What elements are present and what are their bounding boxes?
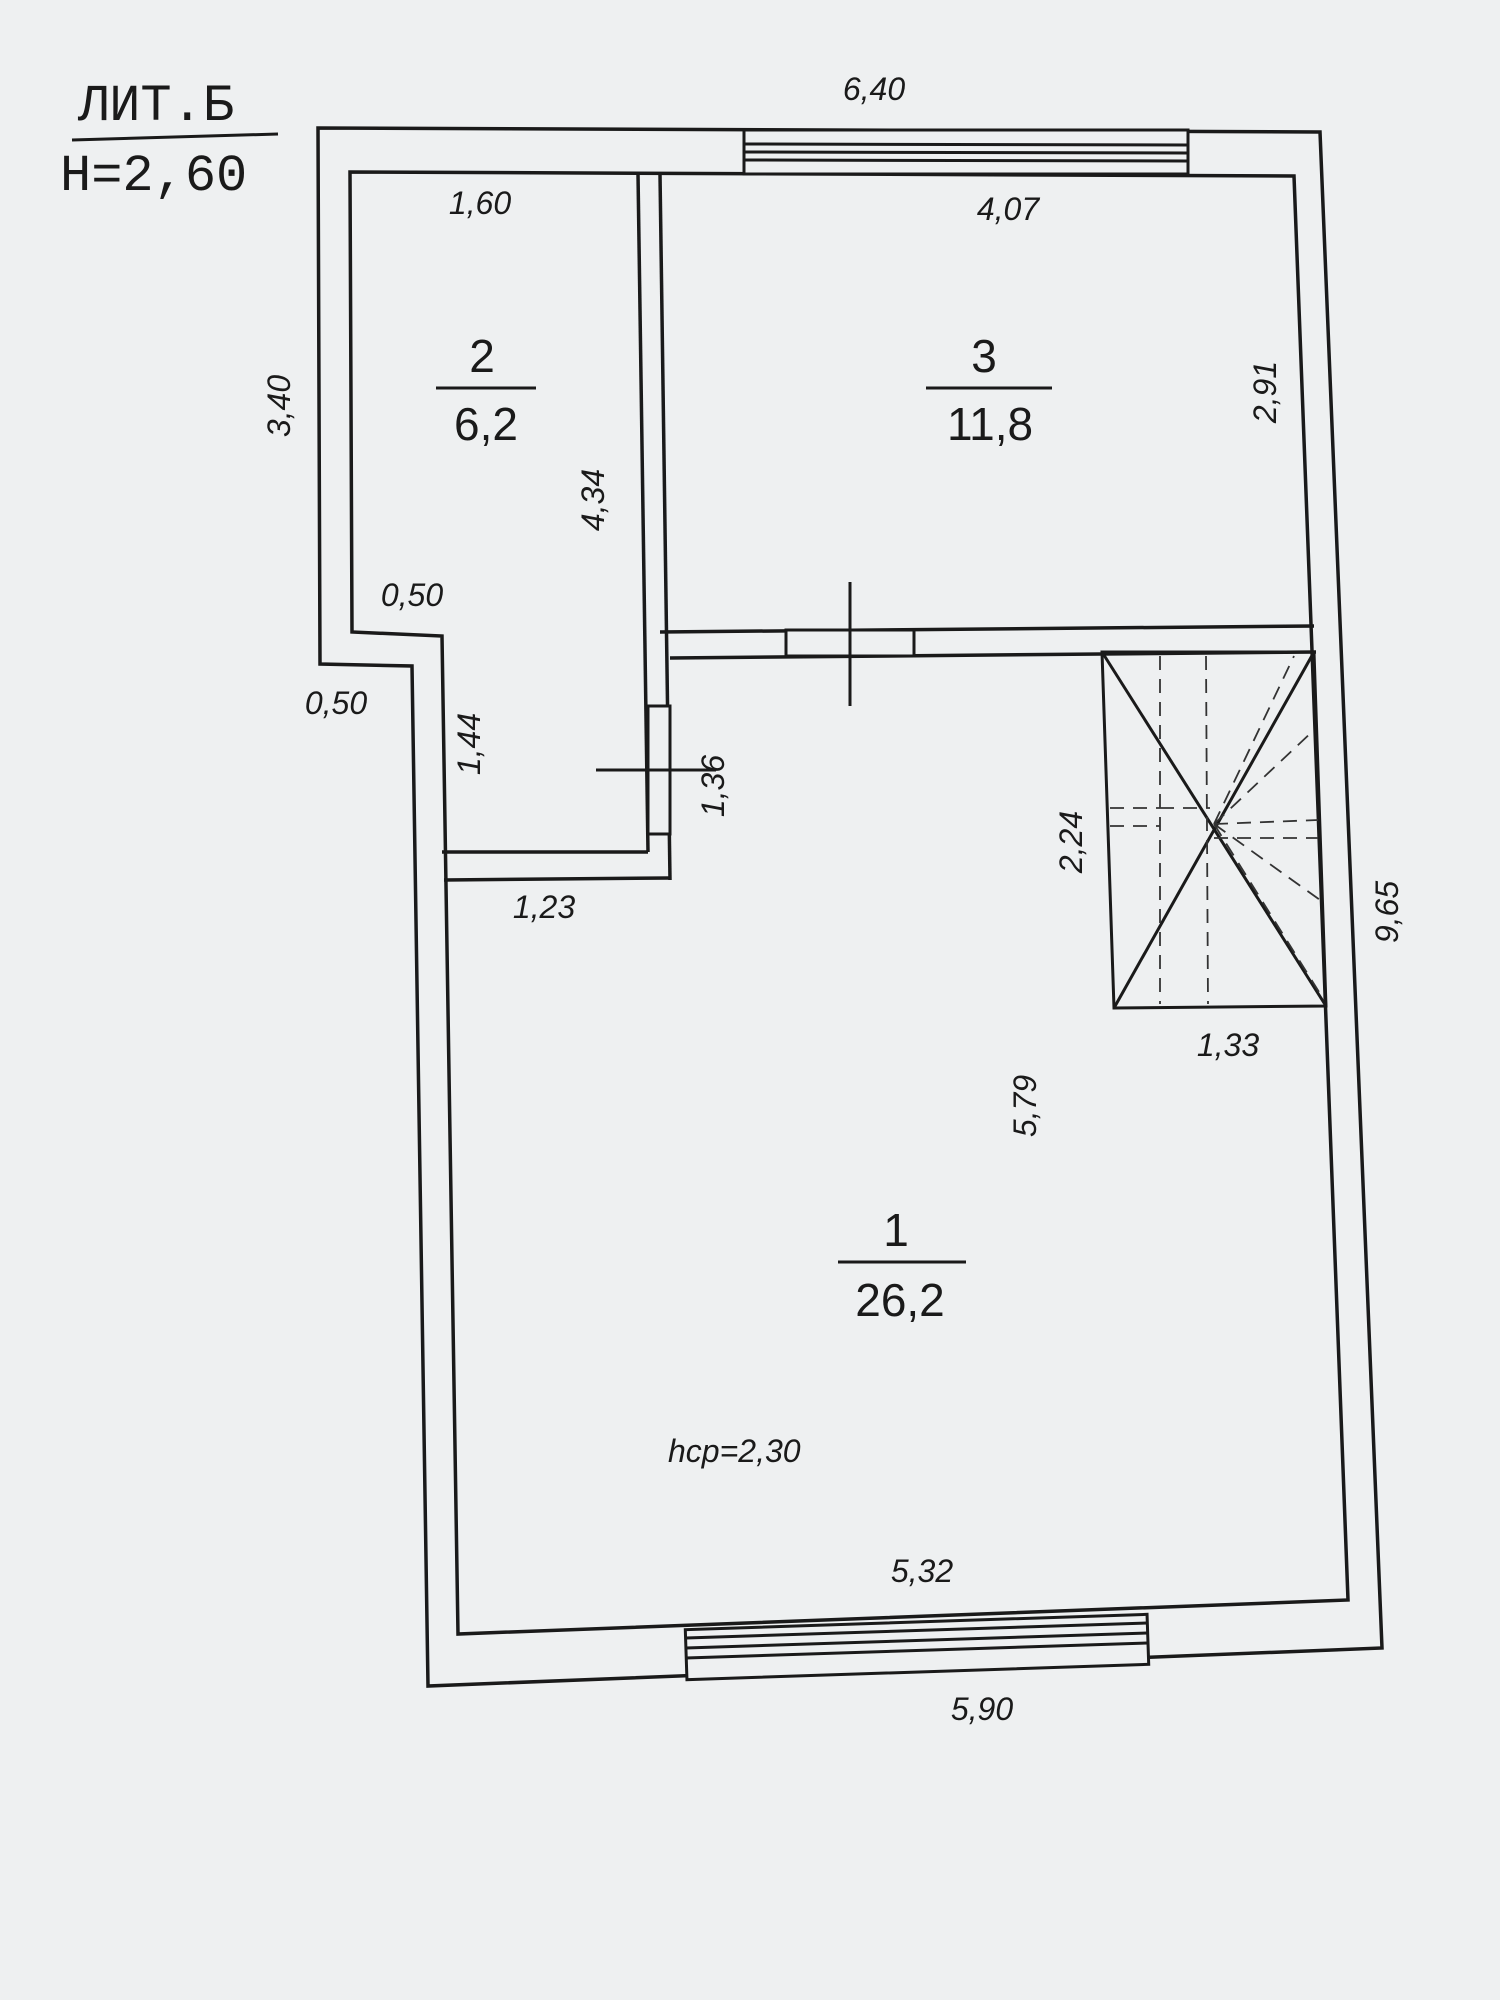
ceiling-height-note: hср=2,30: [668, 1433, 801, 1469]
room-2-number: 2: [469, 330, 495, 382]
window-top: [742, 128, 1190, 176]
dim-door-opening: 1,36: [695, 755, 731, 817]
dim-left-upper: 3,40: [261, 375, 297, 437]
partition-room2-room3: [636, 173, 650, 853]
dim-room1-height: 5,79: [1007, 1075, 1043, 1137]
dim-room2-height: 4,34: [575, 469, 611, 531]
title-lit: ЛИТ.Б: [77, 77, 234, 136]
room3-bottom-wall: [659, 624, 1315, 634]
dim-stair-width: 1,33: [1197, 1027, 1259, 1063]
staircase: [1100, 650, 1328, 1010]
dim-step-inner: 0,50: [381, 577, 443, 613]
dim-room2-width: 1,60: [449, 185, 511, 221]
dim-room1-width: 5,32: [891, 1553, 953, 1589]
dim-right-outer: 9,65: [1369, 881, 1405, 943]
room-3-number: 3: [971, 330, 997, 382]
room-2-label: 2 6,2: [436, 330, 536, 450]
dim-room3-width: 4,07: [977, 191, 1040, 227]
title-divider: [71, 132, 279, 142]
dim-step-outer: 0,50: [305, 685, 367, 721]
inner-wall-contour: [348, 170, 1350, 1636]
room-1-label: 1 26,2: [838, 1204, 966, 1326]
window-bottom: [683, 1612, 1151, 1682]
outer-wall: [316, 126, 1384, 1688]
title-height: Н=2,60: [60, 147, 247, 206]
dim-stair-height: 2,24: [1053, 811, 1089, 874]
dim-closet-width: 1,23: [513, 889, 575, 925]
room-1-number: 1: [883, 1204, 909, 1256]
room-3-label: 3 11,8: [926, 330, 1052, 450]
dim-top-outer: 6,40: [843, 71, 905, 107]
room2-bottom-wall-inner: [443, 876, 671, 882]
dim-room3-height: 2,91: [1247, 361, 1283, 424]
dim-closet-height: 1,44: [451, 713, 487, 775]
room-3-area: 11,8: [947, 398, 1033, 450]
dim-bottom-outer: 5,90: [951, 1691, 1013, 1727]
room-1-area: 26,2: [855, 1274, 945, 1326]
room-2-area: 6,2: [454, 398, 518, 450]
